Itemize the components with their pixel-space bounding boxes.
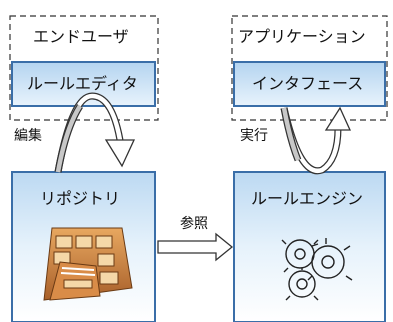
rule-engine-box xyxy=(233,171,386,322)
execute-label: 実行 xyxy=(240,128,268,144)
gears-icon xyxy=(281,238,353,301)
card-catalog-drawer-icon xyxy=(43,227,133,301)
reference-arrow xyxy=(157,232,234,262)
edit-arrow xyxy=(54,92,136,173)
edit-label: 編集 xyxy=(14,128,42,144)
interface-label: インタフェース xyxy=(252,74,364,93)
reference-label: 参照 xyxy=(180,216,208,232)
end-user-title: エンドユーザ xyxy=(33,27,129,46)
execute-arrow xyxy=(280,106,352,175)
rule-editor-label: ルールエディタ xyxy=(27,74,138,93)
repository-title: リポジトリ xyxy=(40,189,121,208)
interface-box xyxy=(233,61,386,107)
rule-engine-title: ルールエンジン xyxy=(251,189,364,208)
application-title: アプリケーション xyxy=(238,27,366,46)
